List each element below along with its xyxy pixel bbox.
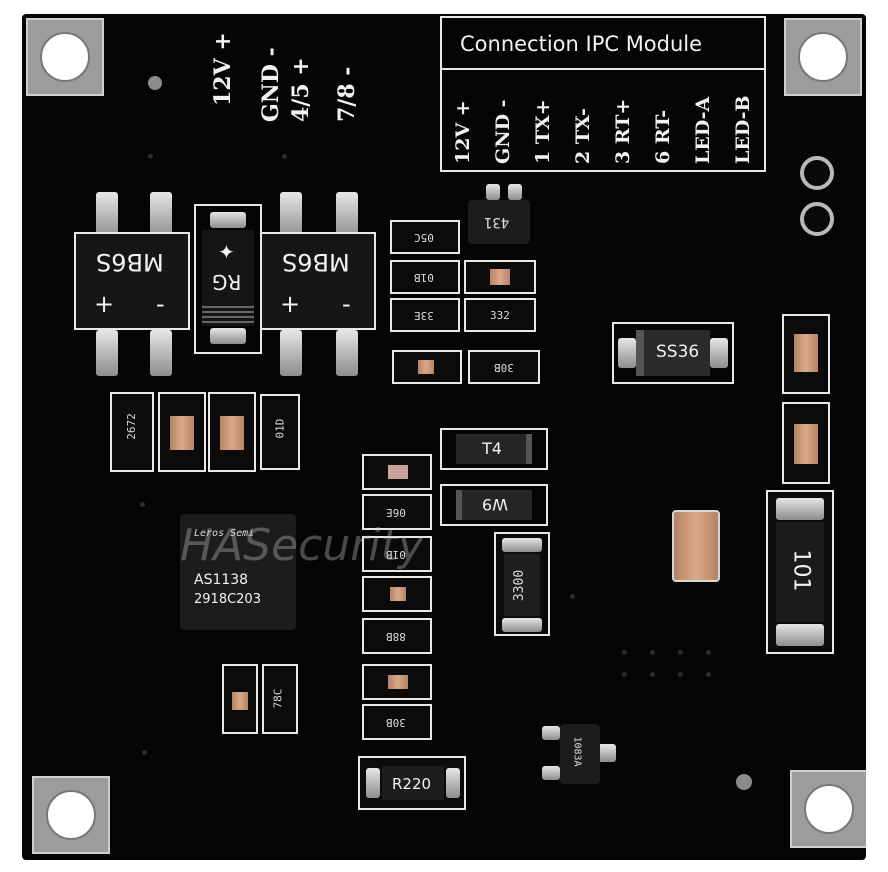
- resistor-01b-mid: 01B: [362, 536, 432, 572]
- connector-pin-4: 2 TX-: [572, 108, 594, 164]
- diode-rg-label: RG: [212, 270, 242, 294]
- via-ring: [800, 156, 834, 190]
- via: [678, 672, 683, 677]
- via: [678, 650, 683, 655]
- capacitor-mid-2: [362, 664, 432, 700]
- connector-pin-3: 1 TX+: [532, 99, 554, 164]
- power-label-45: 4/5 +: [288, 57, 314, 122]
- capacitor-large: [672, 510, 720, 582]
- via: [650, 650, 655, 655]
- mounting-hole-bottom-right: [790, 770, 866, 848]
- bridge-rectifier-right: MB6S + -: [260, 232, 376, 330]
- capacitor-mid-top: [362, 454, 432, 490]
- connector-box: Connection IPC Module 12V + GND - 1 TX+ …: [440, 16, 766, 172]
- via: [622, 672, 627, 677]
- connector-pin-6: 6 RT-: [652, 109, 674, 164]
- via: [570, 594, 575, 599]
- chip-part: AS1138: [194, 572, 249, 588]
- bridge-left-minus: -: [156, 290, 165, 318]
- resistor-r220: R220: [358, 756, 466, 810]
- mounting-hole-bottom-left: [32, 776, 110, 854]
- bridge-right-minus: -: [342, 290, 351, 318]
- diode-ss36-label: SS36: [656, 342, 700, 362]
- via: [148, 154, 153, 159]
- bridge-right-plus: +: [280, 290, 301, 318]
- bridge-pad: [96, 192, 118, 238]
- bridge-pad: [336, 192, 358, 238]
- resistor-101-label: 101: [788, 549, 814, 592]
- bridge-right-label: MB6S: [282, 248, 350, 276]
- bridge-left-plus: +: [94, 290, 115, 318]
- connector-pin-7: LED-A: [692, 96, 714, 164]
- via: [282, 154, 287, 159]
- via: [706, 650, 711, 655]
- via-ring: [800, 202, 834, 236]
- capacitor-small: [392, 350, 462, 384]
- power-label-78: 7/8 -: [334, 66, 360, 122]
- via: [142, 750, 147, 755]
- resistor-30b-mid: 30B: [362, 704, 432, 740]
- connector-title: Connection IPC Module: [460, 32, 703, 56]
- capacitor-mid: [362, 576, 432, 612]
- resistor-30b-top: 30B: [468, 350, 540, 384]
- transistor-1083a: 1083A: [560, 724, 600, 784]
- power-label-12v: 12V +: [210, 32, 236, 106]
- via: [736, 774, 752, 790]
- capacitor-left-1: [158, 392, 206, 472]
- chip-brand: Leros Semi: [194, 528, 255, 539]
- bridge-pad: [336, 330, 358, 376]
- resistor-101: 101: [766, 490, 834, 654]
- resistor-06e: 06E: [362, 494, 432, 530]
- via: [148, 76, 162, 90]
- transistor-431: 431: [468, 200, 530, 244]
- connector-pin-2: GND -: [492, 99, 514, 164]
- resistor-3300: 3300: [494, 532, 550, 636]
- resistor-2672: 2672: [110, 392, 154, 472]
- diode-w9-label: W9: [482, 495, 508, 514]
- resistor-05c: 05C: [390, 220, 460, 254]
- resistor-01b: 01B: [390, 260, 460, 294]
- resistor-01d: 01D: [260, 394, 300, 470]
- chip-code: 2918C203: [194, 592, 261, 607]
- connector-pin-5: 3 RT+: [612, 98, 634, 164]
- via: [140, 502, 145, 507]
- diode-ss36: SS36: [612, 322, 734, 384]
- watermark: HASecurity: [180, 520, 424, 571]
- chip-as1138: Leros Semi AS1138 2918C203: [180, 514, 296, 630]
- bridge-pad: [280, 192, 302, 238]
- pcb-board: 12V + GND - 4/5 + 7/8 - Connection IPC M…: [22, 14, 866, 860]
- diode-rg: ✦ RG: [194, 204, 262, 354]
- capacitor-right-1: [782, 314, 830, 394]
- via: [650, 672, 655, 677]
- capacitor-top: [464, 260, 536, 294]
- bridge-pad: [280, 330, 302, 376]
- bridge-pad: [150, 192, 172, 238]
- diode-w9: W9: [440, 484, 548, 526]
- capacitor-left-2: [208, 392, 256, 472]
- diode-rg-symbol: ✦: [218, 240, 235, 264]
- power-label-gnd: GND -: [258, 47, 284, 122]
- via: [622, 650, 627, 655]
- via: [706, 672, 711, 677]
- bridge-pad: [96, 330, 118, 376]
- connector-pin-1: 12V +: [452, 100, 474, 164]
- resistor-33e: 33E: [390, 298, 460, 332]
- capacitor-bottom-left: [222, 664, 258, 734]
- diode-t4-label: T4: [482, 439, 502, 458]
- connector-pin-8: LED-B: [732, 95, 754, 164]
- diode-t4: T4: [440, 428, 548, 470]
- resistor-r220-label: R220: [392, 775, 432, 793]
- mounting-hole-top-left: [26, 18, 104, 96]
- resistor-78c: 78C: [262, 664, 298, 734]
- transistor-431-label: 431: [484, 214, 510, 230]
- bridge-pad: [150, 330, 172, 376]
- bridge-rectifier-left: MB6S + -: [74, 232, 190, 330]
- bridge-left-label: MB6S: [96, 248, 164, 276]
- resistor-88b: 88B: [362, 618, 432, 654]
- capacitor-right-2: [782, 402, 830, 484]
- resistor-332: 332: [464, 298, 536, 332]
- mounting-hole-top-right: [784, 18, 862, 96]
